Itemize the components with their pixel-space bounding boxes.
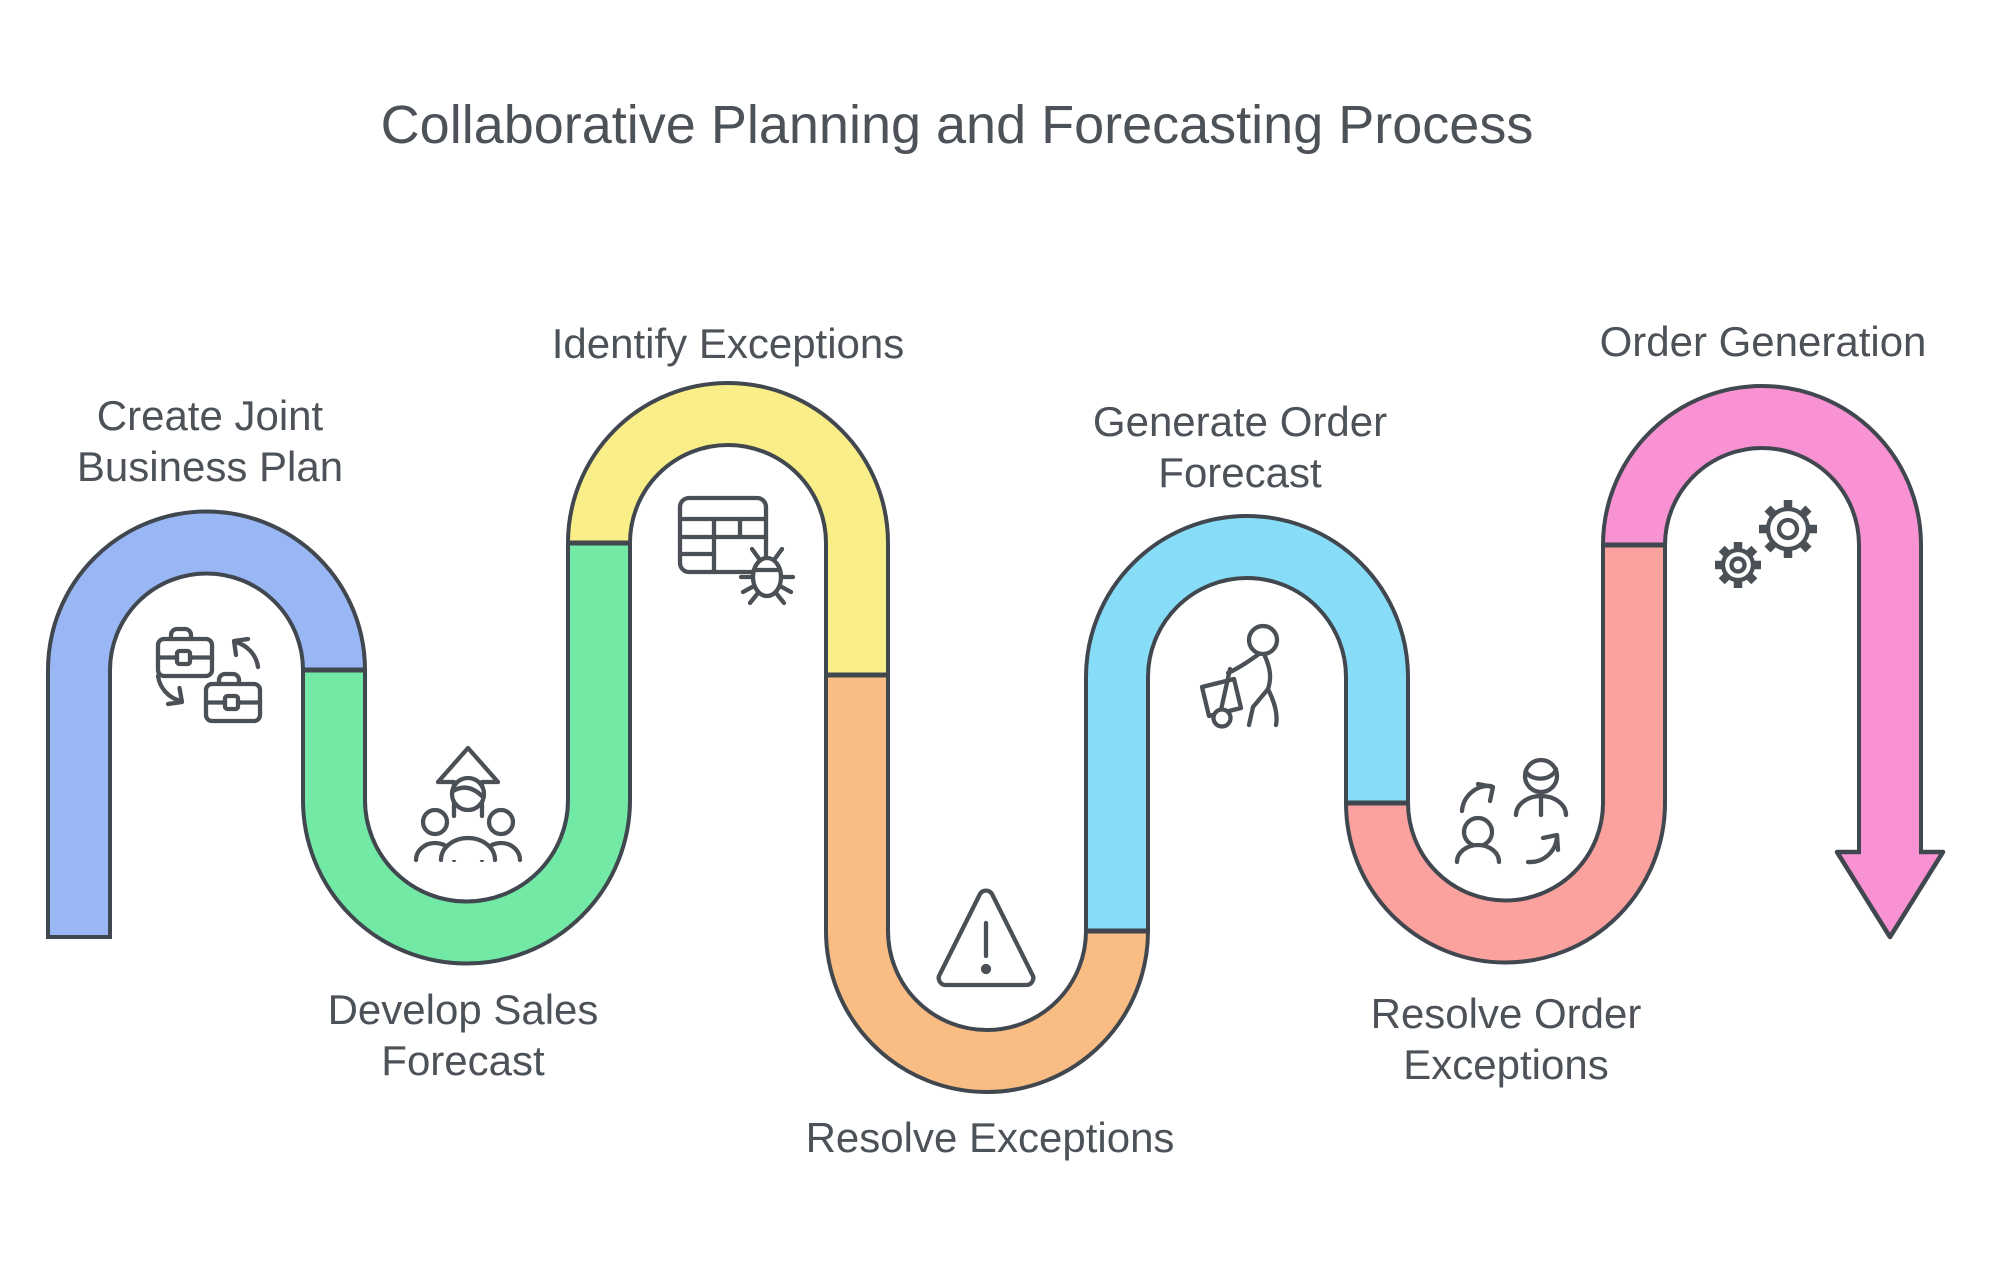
step-label-create-joint-business-plan: Create Joint Business Plan bbox=[76, 392, 344, 490]
warning-triangle-icon bbox=[936, 888, 1036, 988]
team-growth-arrow-icon bbox=[413, 745, 523, 863]
people-exchange-icon bbox=[1454, 757, 1569, 865]
table-bug-icon bbox=[677, 495, 796, 606]
segment-develop-sales-forecast bbox=[305, 543, 628, 962]
segment-order-generation bbox=[1605, 388, 1919, 856]
segment-resolve-exceptions bbox=[828, 675, 1146, 1090]
step-label-resolve-exceptions: Resolve Exceptions bbox=[805, 1114, 1175, 1161]
briefcase-exchange-icon bbox=[155, 626, 263, 724]
cart-pusher-icon bbox=[1199, 623, 1280, 729]
step-label-generate-order-forecast: Generate Order Forecast bbox=[1092, 398, 1388, 496]
step-label-resolve-order-exceptions: Resolve Order Exceptions bbox=[1370, 990, 1642, 1088]
segment-create-joint-business-plan bbox=[50, 513, 363, 935]
step-label-order-generation: Order Generation bbox=[1599, 318, 1927, 365]
segment-generate-order-forecast bbox=[1088, 518, 1406, 931]
gears-icon bbox=[1715, 500, 1817, 588]
segment-dividers bbox=[301, 540, 1667, 934]
step-label-identify-exceptions: Identify Exceptions bbox=[551, 320, 905, 367]
step-label-develop-sales-forecast: Develop Sales Forecast bbox=[327, 986, 599, 1084]
flow-end-arrowhead bbox=[1834, 849, 1946, 940]
segment-resolve-order-exceptions bbox=[1348, 545, 1663, 961]
segment-identify-exceptions bbox=[570, 385, 886, 675]
diagram-title: Collaborative Planning and Forecasting P… bbox=[380, 95, 1534, 155]
